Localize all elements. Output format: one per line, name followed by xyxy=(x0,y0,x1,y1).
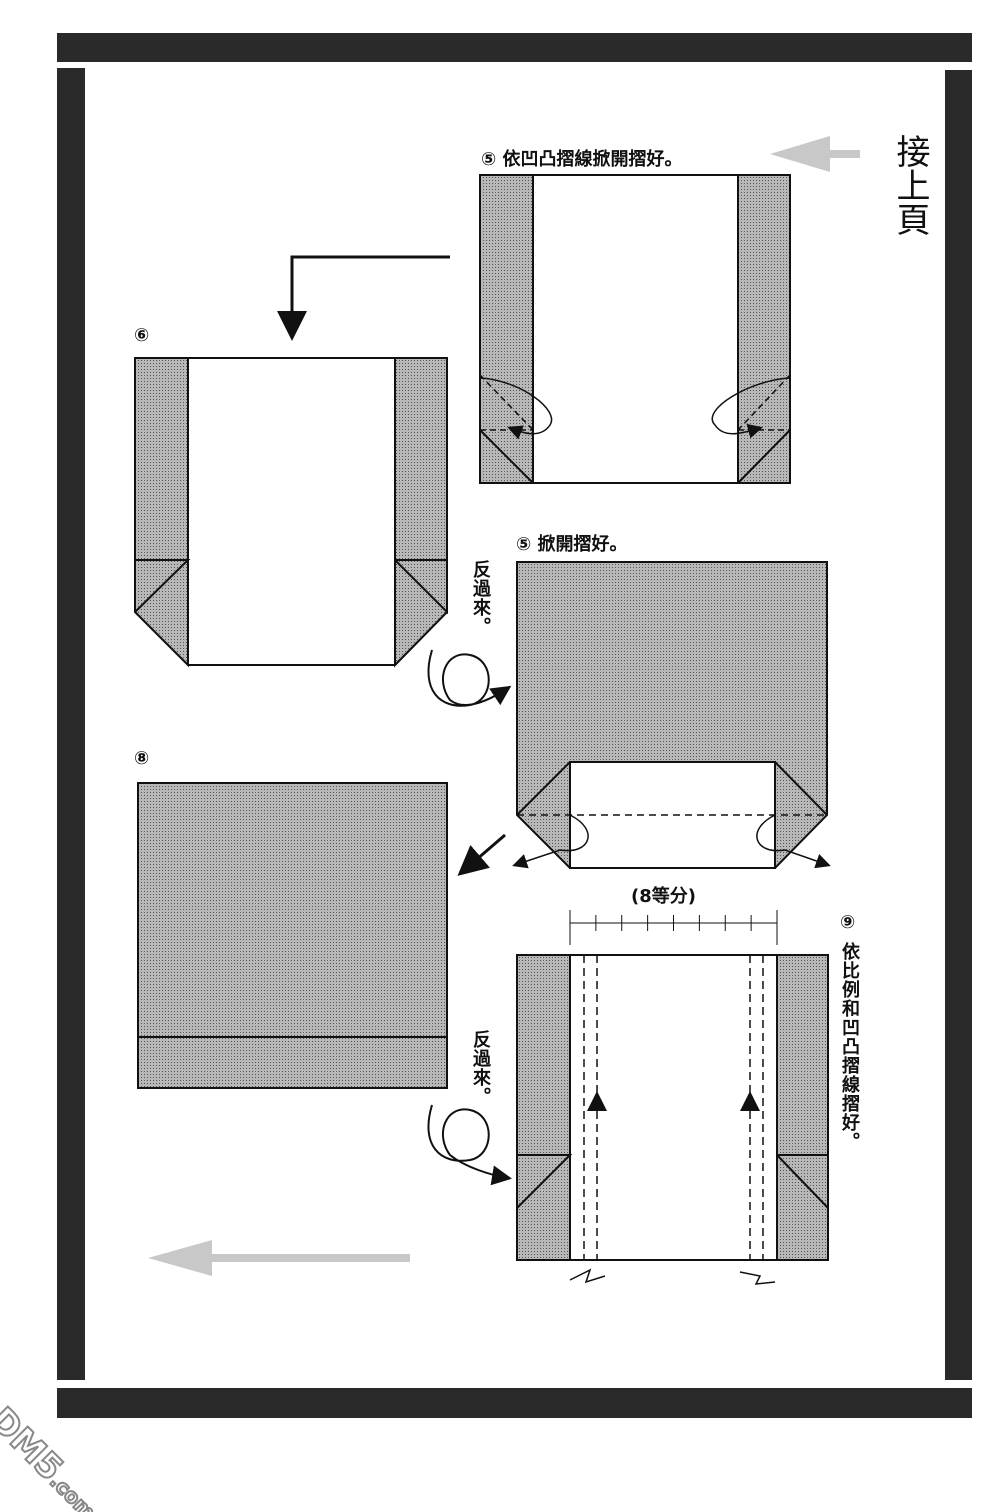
diagram-step5a xyxy=(479,174,791,484)
step8-label: ⑧ xyxy=(134,748,150,769)
frame-left-bar xyxy=(57,68,85,1380)
diagram-step8 xyxy=(137,782,448,1089)
turn-over-label: 反過來。 xyxy=(470,560,491,636)
step9-instruction: 依比例和凹凸摺線摺好。 xyxy=(839,942,860,1151)
diagram-step9 xyxy=(516,910,829,1285)
flow-arrow-icon xyxy=(457,833,506,876)
next-page-arrow-icon xyxy=(148,1240,410,1276)
flow-arrow-icon xyxy=(277,255,450,341)
step5b-label: ⑤ 掀開摺好。 xyxy=(516,534,628,555)
divisions-label: (8等分) xyxy=(631,886,696,907)
step9-number: ⑨ xyxy=(840,912,856,933)
continue-arrow-icon xyxy=(770,136,860,172)
frame-top-bar xyxy=(57,33,972,62)
step5a-label: ⑤ 依凹凸摺線掀開摺好。 xyxy=(481,149,683,170)
diagram-step5b xyxy=(512,561,831,869)
step6-label: ⑥ xyxy=(134,325,150,346)
frame-bottom-bar xyxy=(57,1388,972,1418)
continued-from-previous-page: 接上頁 xyxy=(890,134,930,236)
turn-over-label: 反過來。 xyxy=(470,1030,491,1106)
frame-right-bar xyxy=(945,70,972,1380)
turn-over-arrow-icon xyxy=(427,649,512,707)
diagram-step6 xyxy=(134,357,448,668)
turn-over-arrow-icon xyxy=(427,1104,512,1186)
